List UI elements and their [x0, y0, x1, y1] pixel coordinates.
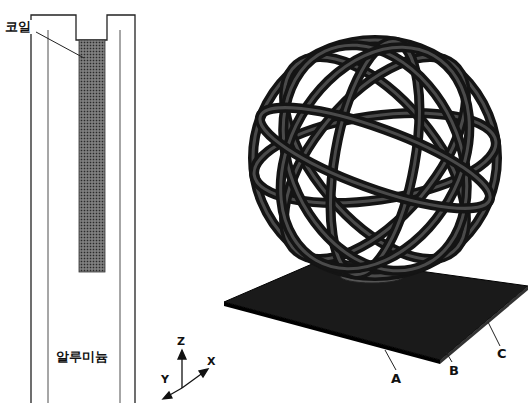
- part-label: 코일: [4, 20, 32, 34]
- aluminium-rod: [31, 15, 135, 403]
- axis-label: X: [206, 356, 216, 368]
- ring-highlight: [242, 13, 507, 302]
- coil: [79, 40, 105, 272]
- part-label: 알루미늄: [55, 350, 109, 364]
- callout-letter: C: [496, 347, 508, 361]
- plate-edge: [440, 286, 528, 364]
- callout-letter: B: [448, 364, 460, 378]
- ring-highlight: [250, 88, 500, 228]
- plate-edge: [224, 302, 440, 364]
- axis-label: Z: [176, 336, 186, 348]
- ring: [242, 13, 507, 302]
- coil-leader: [36, 32, 84, 58]
- leader-line: [385, 350, 396, 370]
- axis-label: Y: [160, 374, 170, 386]
- coil-rings: [242, 13, 507, 302]
- axis-symbol: [163, 350, 208, 399]
- leader-line: [446, 352, 452, 362]
- ring: [250, 88, 500, 228]
- leader-line: [488, 322, 500, 346]
- callout-letter: A: [390, 372, 402, 386]
